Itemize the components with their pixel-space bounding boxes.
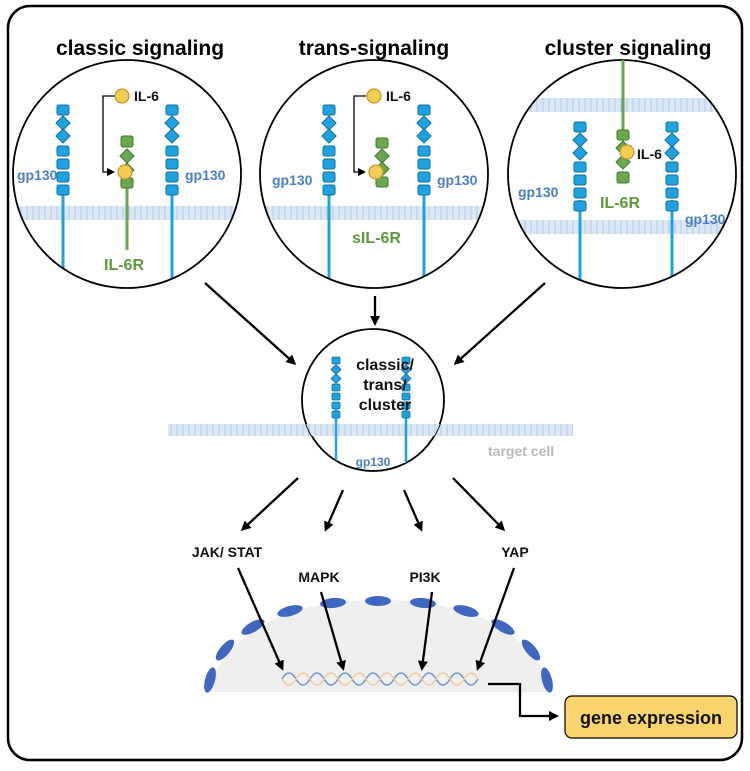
dna-helix	[281, 672, 479, 686]
il6-bound-ligand	[619, 144, 635, 160]
il6-label: IL-6	[134, 88, 159, 104]
title-trans-signaling: trans-signaling	[299, 37, 450, 60]
arrow-classic-to-center	[204, 282, 297, 366]
pathway-yap: YAP	[501, 544, 529, 560]
pathway-jak-stat: JAK/ STAT	[192, 544, 263, 560]
arrow-to-mapk	[324, 489, 345, 532]
il6-label: IL-6	[637, 146, 662, 162]
il6-ligand	[114, 88, 130, 104]
gp130-label-right: gp130	[185, 167, 226, 183]
nucleus	[204, 596, 553, 693]
gene-expression-label: gene expression	[580, 708, 722, 728]
target-cell-label: target cell	[488, 443, 554, 459]
sil6r-label: sIL-6R	[352, 230, 401, 247]
nucleus-interior	[206, 600, 552, 692]
pathway-mapk: MAPK	[298, 569, 339, 585]
title-classic-signaling: classic signaling	[56, 37, 224, 60]
arrow-pi3k-to-dna	[417, 591, 434, 671]
center-receptor-panel: classic/ trans/ cluster gp130	[301, 328, 445, 472]
arrow-jak-stat-to-dna	[236, 567, 284, 671]
arrow-to-yap	[452, 477, 506, 532]
il6-bound-ligand	[117, 164, 133, 180]
classic-signaling-panel: IL-6 gp130 gp130 IL-6R	[12, 59, 242, 289]
pathway-pi3k: PI3K	[409, 569, 440, 585]
gp130-receptor-right	[416, 104, 432, 288]
target-cell-membrane	[508, 220, 736, 234]
binding-arrow	[102, 95, 115, 176]
gp130-receptor-left	[330, 356, 342, 471]
il6-label: IL-6	[386, 88, 411, 104]
binding-arrow	[353, 95, 366, 176]
center-label-classic: classic/	[356, 357, 414, 374]
gp130-label-left: gp130	[17, 167, 58, 183]
il6-bound-ligand	[368, 164, 384, 180]
nuclear-envelope	[204, 596, 553, 693]
trans-circle	[259, 59, 489, 289]
center-label-trans: trans/	[363, 377, 407, 394]
gp130-label-left: gp130	[272, 172, 313, 188]
arrow-to-jak-stat	[240, 477, 299, 532]
title-cluster-signaling: cluster signaling	[545, 37, 712, 60]
gp130-label-right: gp130	[437, 172, 478, 188]
center-gp130-label: gp130	[356, 455, 391, 469]
gp130-label-right: gp130	[685, 211, 726, 227]
il6r-label: IL-6R	[600, 195, 640, 212]
trans-signaling-panel: IL-6 gp130 gp130 sIL-6R	[259, 59, 489, 289]
center-label-cluster: cluster	[359, 397, 411, 414]
arrow-mapk-to-dna	[319, 591, 346, 671]
arrow-yap-to-dna	[475, 567, 516, 671]
il6r-label: IL-6R	[104, 257, 144, 274]
arrow-to-gene-expression	[488, 682, 559, 721]
gene-expression-box	[564, 695, 738, 739]
cell-membrane	[260, 206, 488, 220]
cell-membrane	[13, 206, 241, 220]
gp130-receptor-left	[572, 121, 588, 288]
arrow-cluster-to-center	[453, 282, 546, 366]
gp130-label-left: gp130	[518, 184, 559, 200]
classic-circle	[12, 59, 242, 289]
il6-ligand	[366, 88, 382, 104]
arrow-to-pi3k	[402, 489, 423, 532]
cluster-signaling-panel: IL-6 gp130 gp130 IL-6R	[507, 59, 737, 289]
